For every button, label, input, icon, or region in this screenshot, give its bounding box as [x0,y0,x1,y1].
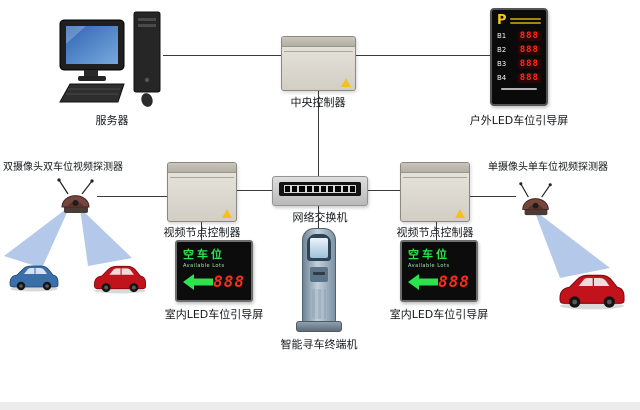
indoor-led-sign-left: 空车位 Available Lots 888 [175,240,253,302]
controller-lid [282,37,355,47]
warning-sticker-icon [222,209,232,218]
sign-header-text [509,16,541,26]
connector-rightctrl-rightcam [470,196,516,197]
left-node-controller [167,162,237,222]
car-red-right [559,274,625,310]
camera-base [64,206,88,213]
network-switch-label: 网络交换机 [292,211,348,224]
bottom-strip [0,402,640,410]
kiosk-label: 智能寻车终端机 [280,338,358,351]
server-node [59,11,161,107]
connector-rightctrl-rightled [436,222,437,240]
kiosk-body [302,228,336,324]
zone-count: 888 [517,73,541,83]
indoor-led-right-label: 室内LED车位引导屏 [389,308,489,321]
zone-name: B1 [497,32,507,40]
kiosk-base [296,321,342,332]
sign-footer-text [497,88,541,90]
connector-leftctrl-switch [237,190,272,191]
sign-header: P [497,13,541,29]
kiosk-screen [310,238,328,258]
right-node-controller [400,162,470,222]
switch-port [312,185,321,193]
zone-name: B2 [497,46,507,54]
kiosk-head [307,234,331,261]
outdoor-led-label: 户外LED车位引导屏 [469,114,569,127]
zone-count: 888 [517,45,541,55]
switch-port [284,185,292,193]
camera-lens [532,202,539,209]
dual-detector-label: 双摄像头双车位视频探测器 [3,162,123,173]
switch-port [334,185,342,193]
camera-base [524,208,548,216]
beam-right-to-red-car [534,210,610,278]
connector-server-central [163,55,281,56]
zone-name: B3 [497,60,507,68]
kiosk-panel [310,267,328,282]
kiosk-printer-slot [313,272,325,275]
server-label: 服务器 [95,114,129,127]
single-detector-label: 单摄像头单车位视频探测器 [488,162,608,173]
antenna-icon [520,183,529,198]
connector-central-switch [318,91,319,176]
central-controller-label: 中央控制器 [290,96,346,109]
vacancy-count: 888 [213,272,245,291]
switch-port [305,185,313,193]
camera-lens [72,200,79,206]
warning-sticker-icon [341,78,351,87]
antenna-icon [58,179,69,195]
controller-lid [401,163,469,173]
connector-central-outdoor [356,55,490,56]
vacancy-subtitle: Available Lots [408,263,450,269]
vacancy-subtitle: Available Lots [183,263,225,269]
antenna-icon [81,180,93,195]
single-camera-node [519,182,552,216]
vacancy-title: 空车位 [183,248,225,261]
connector-leftcam-leftctrl [97,196,167,197]
server-tower [133,11,161,93]
server-monitor-screen [66,26,118,64]
kiosk-node [296,228,342,332]
sign-row: B2 888 [497,43,541,57]
zone-name: B4 [497,74,507,82]
switch-port [341,185,349,193]
server-mouse [141,93,153,107]
car-red-left [93,265,147,294]
outdoor-led-sign: P B1 888 B2 888 B3 888 B4 888 [490,8,548,106]
indoor-led-left-label: 室内LED车位引导屏 [164,308,264,321]
central-controller-node [281,36,356,91]
controller-lid [168,163,236,173]
connector-switch-kiosk [318,206,319,229]
zone-count: 888 [517,31,541,41]
sign-row: B4 888 [497,71,541,85]
warning-sticker-icon [455,209,465,218]
switch-port-panel [279,182,361,196]
switch-port [348,185,357,193]
dual-camera-node [57,178,94,213]
right-controller-label: 视频节点控制器 [396,226,474,239]
connector-switch-rightctrl [368,190,400,191]
switch-port [291,185,299,193]
switch-port [327,185,335,193]
arrow-left-icon [408,273,438,290]
arrow-left-icon [183,273,213,290]
sign-row: B1 888 [497,29,541,43]
connector-leftctrl-leftled [201,222,202,240]
vacancy-count: 888 [438,272,470,291]
sign-row: B3 888 [497,57,541,71]
antenna-icon [541,184,551,198]
network-switch-node [272,176,368,206]
server-keyboard [59,83,125,103]
car-blue [9,265,59,292]
indoor-led-sign-right: 空车位 Available Lots 888 [400,240,478,302]
zone-count: 888 [517,59,541,69]
switch-port [320,185,328,193]
parking-logo: P [497,13,507,28]
vacancy-title: 空车位 [408,248,450,261]
switch-port [298,185,306,193]
left-controller-label: 视频节点控制器 [163,226,241,239]
